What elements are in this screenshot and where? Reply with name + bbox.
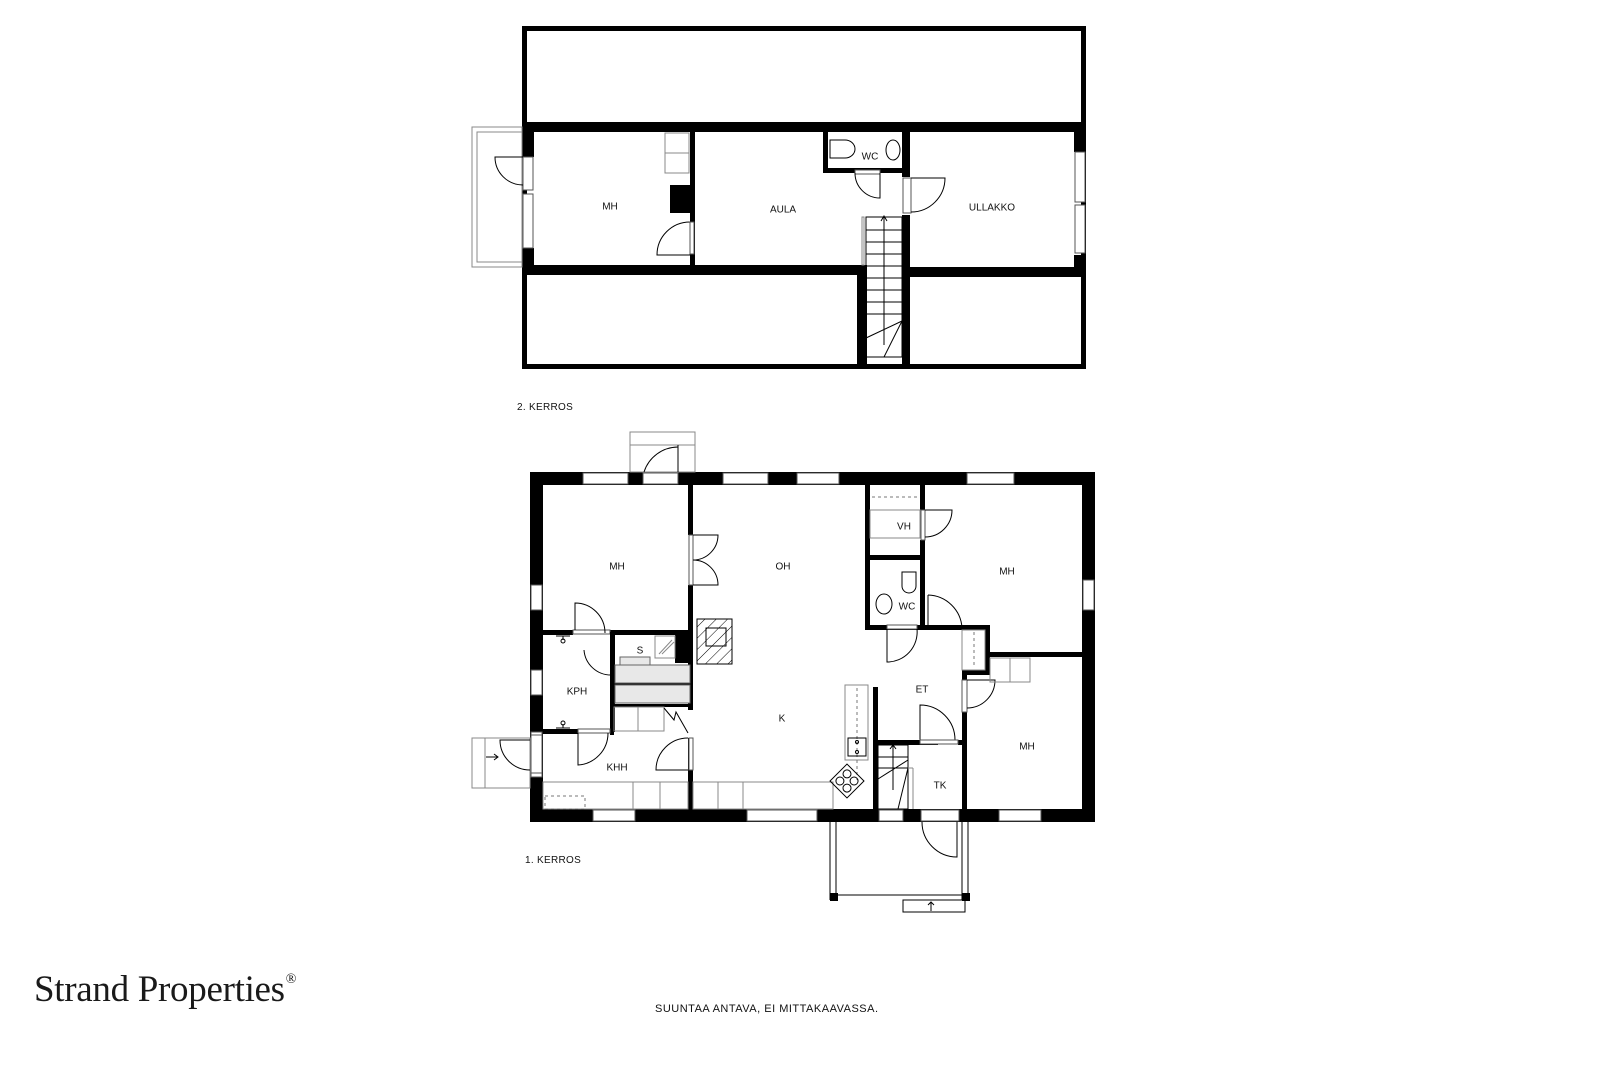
room-label-mh-2: MH — [999, 567, 1015, 578]
room-label-et: ET — [916, 685, 929, 696]
room-label-khh: KHH — [606, 763, 627, 774]
registered-mark: ® — [285, 972, 297, 987]
floor-label-ground: 1. KERROS — [525, 855, 582, 866]
room-label-oh: OH — [776, 562, 791, 573]
room-label-k: K — [779, 714, 786, 725]
brand-name: Strand Properties — [34, 969, 285, 1010]
room-label-kph: KPH — [567, 687, 588, 698]
room-label-wc-ground: WC — [899, 602, 916, 613]
staircase-upper — [861, 215, 903, 358]
room-label-vh: VH — [897, 522, 911, 533]
room-label-aula: AULA — [770, 205, 796, 216]
scale-disclaimer: SUUNTAA ANTAVA, EI MITTAKAAVASSA. — [655, 1003, 879, 1015]
room-label-ullakko: ULLAKKO — [969, 203, 1015, 214]
room-label-mh-3: MH — [1019, 742, 1035, 753]
room-label-s: S — [637, 646, 644, 657]
room-label-wc-upper: WC — [862, 152, 879, 163]
brand-logo: Strand Properties® — [34, 968, 296, 1011]
room-label-mh-upper: MH — [602, 202, 618, 213]
room-label-mh-1: MH — [609, 562, 625, 573]
ground-floor-plan: MH OH VH WC MH S KPH K ET KHH TK MH — [471, 431, 1095, 913]
room-label-tk: TK — [934, 781, 947, 792]
floor-label-upper: 2. KERROS — [517, 402, 574, 413]
upper-floor-plan: MH AULA WC ULLAKKO — [471, 26, 1086, 369]
staircase-ground — [877, 744, 914, 810]
